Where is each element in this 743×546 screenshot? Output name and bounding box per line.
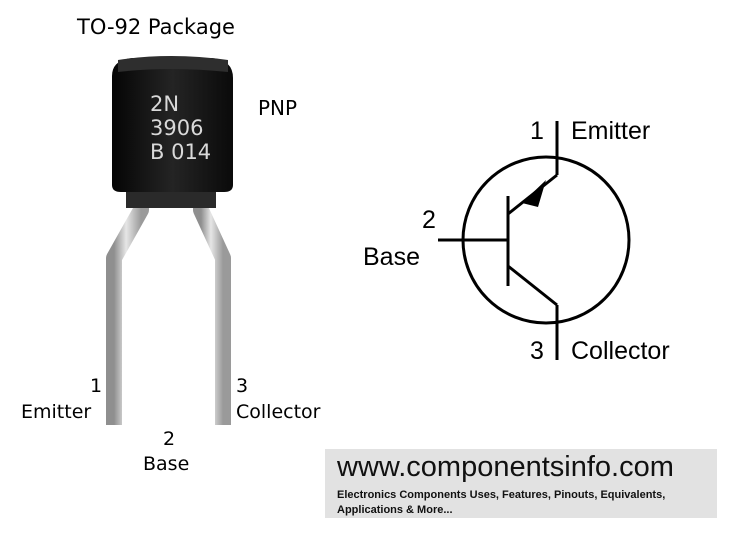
symbol-pin-1-number: 1 — [530, 117, 544, 145]
site-url[interactable]: www.componentsinfo.com — [337, 451, 674, 483]
symbol-pin-2-number: 2 — [422, 206, 436, 234]
pin-2-number: 2 — [163, 428, 176, 450]
lead-collector — [193, 190, 231, 425]
marking-line-3: B 014 — [150, 140, 212, 164]
symbol-pin-1-name: Emitter — [571, 117, 651, 145]
site-tagline: Electronics Components Uses, Features, P… — [337, 489, 666, 516]
marking-line-1: 2N — [150, 92, 180, 116]
pin-3-name: Collector — [236, 401, 321, 423]
site-banner: www.componentsinfo.com Electronics Compo… — [325, 449, 717, 518]
marking-line-2: 3906 — [150, 116, 204, 140]
symbol-pin-2-name: Base — [363, 243, 420, 271]
pin-3-number: 3 — [236, 375, 249, 397]
symbol-pin-3-name: Collector — [571, 337, 670, 365]
collector-line-diagonal — [507, 264, 558, 307]
symbol-pin-3-number: 3 — [530, 337, 544, 365]
transistor-leads — [106, 186, 231, 425]
pin-1-name: Emitter — [21, 401, 92, 423]
package-marking: 2N 3906 B 014 — [150, 92, 230, 164]
pin-1-number: 1 — [90, 375, 103, 397]
transistor-type: PNP — [258, 96, 298, 120]
transistor-body — [112, 56, 233, 192]
pin-2-name: Base — [143, 453, 190, 475]
pnp-symbol — [438, 121, 631, 360]
package-title: TO-92 Package — [77, 15, 235, 39]
lead-emitter — [106, 190, 149, 425]
emitter-arrow-icon — [522, 180, 546, 207]
